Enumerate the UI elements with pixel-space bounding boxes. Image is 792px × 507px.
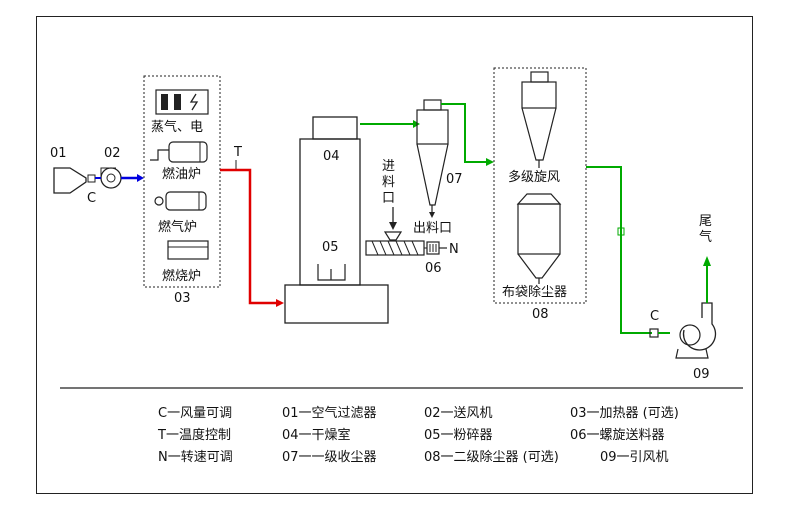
label-bag-dust: 布袋除尘器 bbox=[502, 285, 567, 300]
cold-air-arrow bbox=[137, 174, 144, 182]
label-exhaust-1: 尾 bbox=[699, 214, 712, 229]
collector-box-08 bbox=[493, 67, 587, 304]
label-discharge: 出料口 bbox=[413, 221, 452, 236]
label-n: N bbox=[449, 242, 459, 257]
legend-item: 07一一级收尘器 bbox=[282, 450, 377, 465]
label-c-in: C bbox=[87, 191, 96, 206]
screw-feeder-06 bbox=[365, 231, 447, 256]
legend-item: 06一螺旋送料器 bbox=[570, 428, 665, 443]
label-oil-furnace: 燃油炉 bbox=[162, 166, 201, 182]
legend-item: 08一二级除尘器 (可选) bbox=[424, 450, 559, 465]
bag-filter bbox=[516, 193, 562, 284]
hot-air-line bbox=[220, 168, 280, 305]
label-c-out: C bbox=[650, 309, 659, 324]
legend-item: 05一粉碎器 bbox=[424, 428, 493, 443]
label-coal-furnace: 燃烧炉 bbox=[162, 268, 201, 284]
steam-electric-icon bbox=[155, 89, 209, 115]
oil-furnace-icon bbox=[150, 141, 208, 163]
legend-item: 02一送风机 bbox=[424, 406, 493, 421]
coal-furnace-icon bbox=[167, 240, 209, 260]
legend-item: N一转速可调 bbox=[158, 450, 233, 465]
heater-box-03 bbox=[143, 75, 221, 288]
label-t: T bbox=[233, 145, 242, 160]
diagram-frame bbox=[36, 16, 753, 494]
gas-arrow-07-08 bbox=[486, 158, 494, 166]
label-05: 05 bbox=[322, 240, 339, 255]
label-feed-2: 料 bbox=[382, 175, 395, 190]
label-exhaust-2: 气 bbox=[699, 229, 712, 245]
label-02: 02 bbox=[104, 146, 121, 161]
gas-line-08-09 bbox=[586, 166, 652, 334]
drying-chamber-04 bbox=[284, 116, 389, 324]
induced-fan-09 bbox=[675, 302, 717, 359]
blower-02: 02 bbox=[100, 146, 122, 189]
air-filter-01: 01 bbox=[50, 146, 87, 194]
label-07: 07 bbox=[446, 172, 463, 187]
gas-line-07-08 bbox=[441, 103, 490, 163]
label-gas-furnace: 燃气炉 bbox=[158, 219, 197, 235]
legend-item: 01一空气过滤器 bbox=[282, 406, 377, 421]
gas-line-joint bbox=[617, 227, 625, 236]
hot-air-arrow bbox=[276, 299, 284, 307]
legend-item: T一温度控制 bbox=[158, 428, 231, 443]
exhaust-arrow bbox=[703, 256, 711, 266]
legend-item: C一风量可调 bbox=[158, 406, 233, 421]
label-feed-1: 进 bbox=[382, 159, 395, 174]
label-01: 01 bbox=[50, 146, 67, 161]
label-steam-elec: 蒸气、电 bbox=[151, 119, 203, 135]
legend-item: 09一引风机 bbox=[600, 450, 669, 465]
label-04: 04 bbox=[323, 149, 340, 164]
label-multi-cyclone: 多级旋风 bbox=[508, 169, 560, 185]
feed-arrow-head bbox=[389, 222, 397, 230]
label-06: 06 bbox=[425, 261, 442, 276]
label-03: 03 bbox=[174, 291, 191, 306]
cyclone-07 bbox=[416, 99, 449, 218]
legend-item: 04一干燥室 bbox=[282, 428, 351, 443]
legend-item: 03一加热器 (可选) bbox=[570, 406, 679, 421]
label-08: 08 bbox=[532, 307, 549, 322]
damper-c-in bbox=[87, 174, 96, 183]
multi-stage-cyclone bbox=[521, 71, 557, 168]
label-feed-3: 口 bbox=[382, 191, 395, 206]
label-09: 09 bbox=[693, 367, 710, 382]
gas-furnace-icon bbox=[154, 191, 207, 211]
